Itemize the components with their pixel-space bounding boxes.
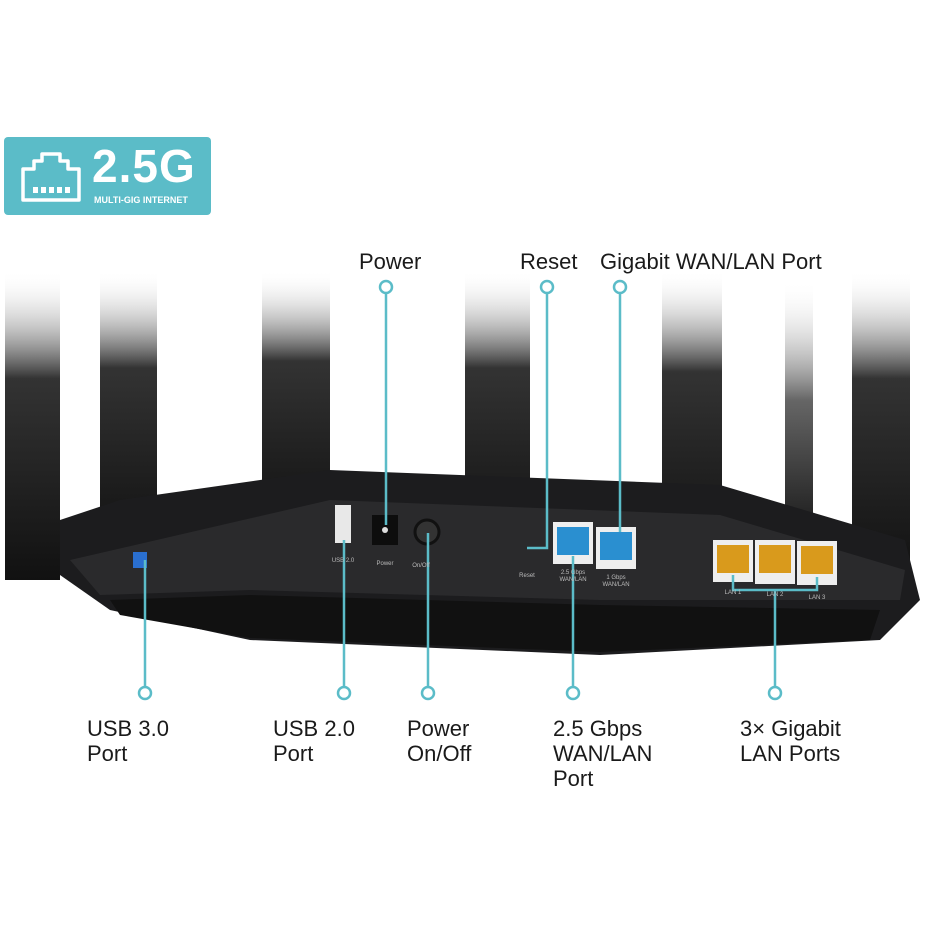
label-power-onoff: Power On/Off (407, 716, 472, 766)
device-label-power: Power (376, 561, 394, 567)
badge-subtitle: MULTI-GIG INTERNET (94, 195, 188, 205)
usb2-port (335, 505, 351, 543)
callout-dot (767, 685, 783, 701)
callout-dot (539, 279, 555, 295)
callout-line-reset (527, 293, 549, 550)
device-label-reset: Reset (519, 573, 535, 579)
label-gigabit-wan-lan: Gigabit WAN/LAN Port (600, 249, 822, 274)
device-label-wan1: 1 Gbps WAN/LAN (602, 575, 630, 588)
ethernet-port-icon (21, 152, 81, 202)
label-usb3: USB 3.0 Port (87, 716, 169, 766)
antenna (5, 270, 60, 580)
router-vents (110, 595, 880, 652)
device-label-wan25: 2.5 Gbps WAN/LAN (559, 570, 587, 583)
device-label-usb2: USB 2.0 (331, 558, 355, 564)
label-usb2: USB 2.0 Port (273, 716, 355, 766)
callout-dot (420, 685, 436, 701)
device-label-lan1: LAN 1 (724, 590, 742, 596)
antenna (785, 280, 813, 520)
callout-dot (336, 685, 352, 701)
usb3-port (133, 552, 147, 568)
label-lan-ports: 3× Gigabit LAN Ports (740, 716, 841, 766)
device-label-onoff: On/Off (412, 563, 430, 569)
router-front-panel (70, 500, 905, 600)
device-label-lan3: LAN 3 (808, 595, 826, 601)
label-reset: Reset (520, 249, 578, 274)
callout-dot (378, 279, 394, 295)
multi-gig-badge: 2.5G MULTI-GIG INTERNET (4, 137, 211, 215)
badge-title: 2.5G (92, 140, 196, 192)
device-label-lan2: LAN 2 (766, 592, 784, 598)
callout-dot (612, 279, 628, 295)
label-power: Power (359, 249, 422, 274)
callout-dot (565, 685, 581, 701)
callout-dot (137, 685, 153, 701)
label-wan25: 2.5 Gbps WAN/LAN Port (553, 716, 653, 791)
